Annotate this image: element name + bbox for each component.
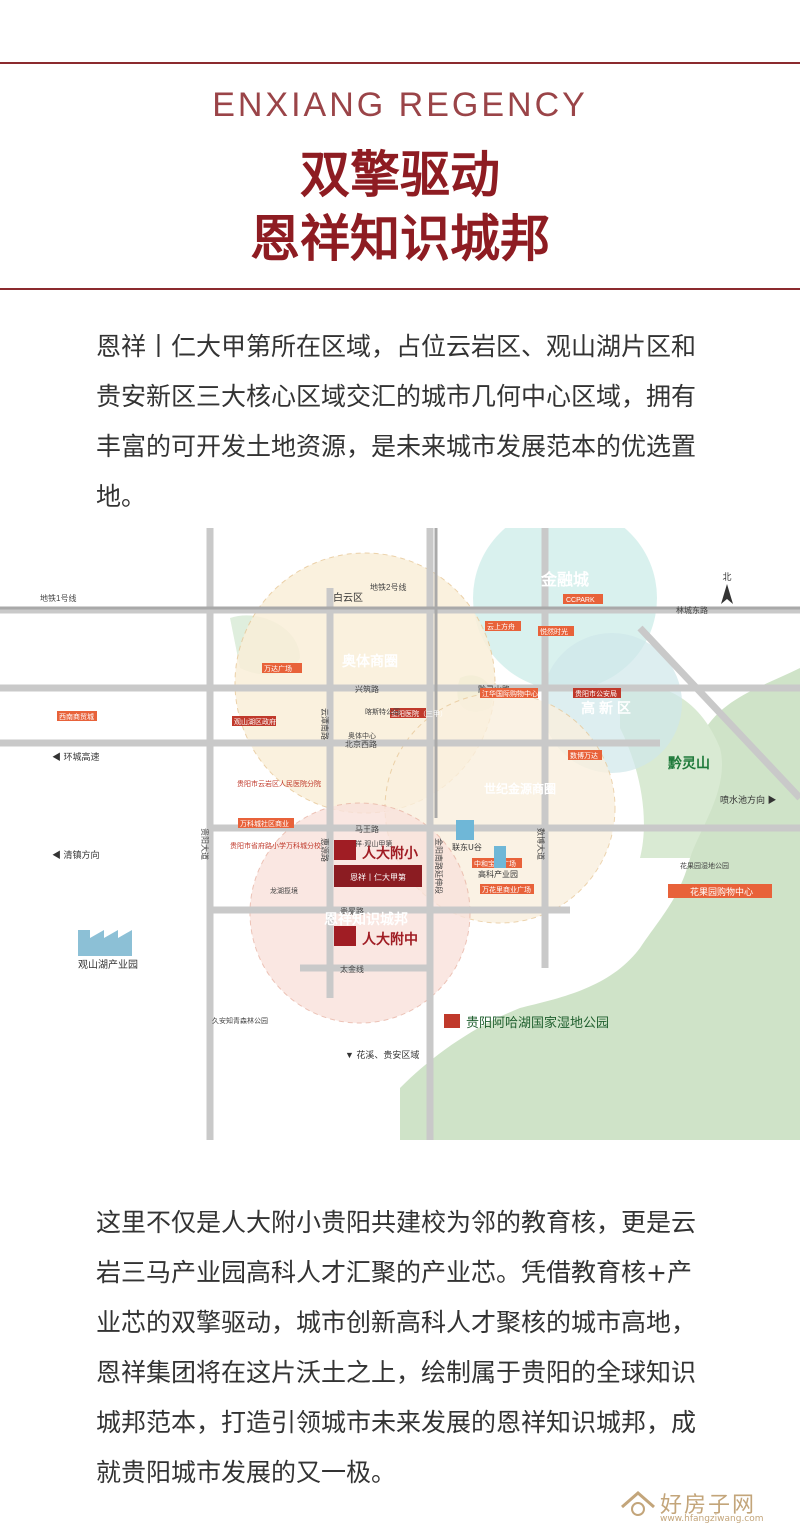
ring-exp-direction: ◀ 环城高速 xyxy=(52,751,100,762)
huaguo-mall-poi: 花果园购物中心 xyxy=(668,884,772,898)
body-line: 城邦范本，打造引领城市未来发展的恩祥知识城邦，成 xyxy=(96,1408,697,1437)
svg-text:恩祥丨仁大甲第: 恩祥丨仁大甲第 xyxy=(350,872,406,882)
svg-text:北: 北 xyxy=(722,572,731,583)
metro1-label: 地铁1号线 xyxy=(40,593,76,603)
house-logo-icon xyxy=(621,1491,655,1516)
jinyang-road-label: 金阳南路延伸段 xyxy=(434,838,444,894)
lianfang-poi: 联东U谷 xyxy=(452,820,482,852)
intro-line: 贵安新区三大核心区域交汇的城市几何中心区域，拥有 xyxy=(96,382,697,411)
school-icon xyxy=(334,926,356,946)
svg-text:贵阳阿哈湖国家湿地公园: 贵阳阿哈湖国家湿地公园 xyxy=(466,1015,609,1031)
intro-line: 恩祥丨仁大甲第所在区域，占位云岩区、观山湖片区和 xyxy=(96,332,697,361)
penshui-direction: 喷水池方向 ▶ xyxy=(720,794,777,805)
hospital-branch-poi: 贵阳市云岩区人民医院分院 xyxy=(237,779,321,788)
page-title-line2: 恩祥知识城邦 xyxy=(250,210,550,268)
olympic-poi: 奥体中心 xyxy=(348,731,376,740)
taijin-road-label: 太金线 xyxy=(340,964,364,974)
location-map: 地铁1号线 地铁2号线 林城东路 兴筑路 黔灵山路 北京西路 马王路 贵冕路 太… xyxy=(0,528,800,1140)
park-icon xyxy=(444,1014,460,1028)
metro2-label: 地铁2号线 xyxy=(370,582,406,592)
ring-road-label: 林城东路 xyxy=(676,605,708,615)
svg-text:人大附中: 人大附中 xyxy=(362,931,418,948)
industry-park-poi: 观山湖产业园 xyxy=(78,930,138,971)
body-line: 这里不仅是人大附小贵阳共建校为邻的教育核，更是云 xyxy=(96,1208,697,1237)
page-title-line1: 双擎驱动 xyxy=(300,146,500,204)
brand-name: ENXIANG REGENCY xyxy=(212,86,588,124)
compass-icon xyxy=(721,584,733,604)
school-branch-poi: 贵阳市省府路小学万科城分校 xyxy=(230,841,321,850)
bottom-rule xyxy=(0,288,800,290)
kasite-poi: 喀斯特公园 xyxy=(365,707,400,716)
hospital-poi: 金阳医院（三甲） xyxy=(391,709,447,718)
knowledge-zone-label: 恩祥知识城邦 xyxy=(324,911,408,927)
svg-text:花果园购物中心: 花果园购物中心 xyxy=(690,886,753,898)
school-rdfz-poi: 人大附中 xyxy=(334,926,418,948)
guiyang-ave-label: 贵阳大道 xyxy=(200,828,210,860)
jianghua-poi: 江华国际购物中心 xyxy=(482,689,538,698)
xingzhu-road-label: 兴筑路 xyxy=(355,684,379,694)
baiyun-district-label: 白云区 xyxy=(333,591,363,604)
top-rule xyxy=(0,62,800,64)
svg-text:观山湖产业园: 观山湖产业园 xyxy=(78,958,138,971)
watermark: 好房子网 www.hfangziwang.com xyxy=(618,1487,798,1527)
huaxi-direction: ▼ 花溪、贵安区域 xyxy=(345,1049,419,1060)
intro-line: 丰富的可开发土地资源，是未来城市发展范本的优选置 xyxy=(96,432,697,461)
yunhuan-road-label: 云潭南路 xyxy=(320,708,330,740)
beijing-road-label: 北京西路 xyxy=(345,739,377,749)
mawang-road-label: 马王路 xyxy=(355,824,379,834)
vanke-poi: 万科城社区商业 xyxy=(240,819,289,828)
svg-text:高科产业园: 高科产业园 xyxy=(478,869,518,879)
shubo-ave-label: 数博大道 xyxy=(536,828,546,860)
body-line: 岩三马产业园高科人才汇聚的产业芯。凭借教育核+产 xyxy=(96,1258,692,1287)
wetland-park-poi: 贵阳阿哈湖国家湿地公园 xyxy=(444,1014,609,1031)
intro-line: 地。 xyxy=(96,482,147,511)
body-line: 业芯的双擎驱动，城市创新高科人才聚核的城市高地， xyxy=(96,1308,697,1337)
watermark-text: 好房子网 xyxy=(660,1493,757,1518)
body-line: 就贵阳城市发展的又一极。 xyxy=(96,1458,397,1487)
guanshan-jiadi-poi: 恩祥·观山甲第 xyxy=(348,839,392,848)
hitech-zone-label: 高 新 区 xyxy=(581,700,631,716)
longhu-poi: 龙湖揽境 xyxy=(270,886,298,895)
wanda-poi: 万达广场 xyxy=(264,664,292,673)
school-rdfx-poi: 人大附小 xyxy=(334,840,418,862)
century-zone-label: 世纪金源商圈 xyxy=(484,781,556,796)
wanhua-poi: 万花里商业广场 xyxy=(482,885,531,894)
guiyu-road-label: 贵冕路 xyxy=(340,906,364,916)
body-line: 恩祥集团将在这片沃土之上，绘制属于贵阳的全球知识 xyxy=(96,1358,697,1387)
school-icon xyxy=(334,840,356,860)
huiyuan-road-label: 惠源路 xyxy=(320,838,330,862)
project-marker: 恩祥丨仁大甲第 xyxy=(334,865,422,887)
factory-icon xyxy=(78,930,132,956)
svg-text:联东U谷: 联东U谷 xyxy=(452,842,482,852)
body-paragraph: 这里不仅是人大附小贵阳共建校为邻的教育核，更是云 岩三马产业园高科人才汇聚的产业… xyxy=(96,1198,716,1498)
finance-zone-label: 金融城 xyxy=(540,570,589,589)
xinan-poi: 西南商贸城 xyxy=(59,712,94,721)
gov-poi: 观山湖区政府 xyxy=(234,717,276,726)
ccpark-poi: CCPARK xyxy=(566,597,595,604)
watermark-url: www.hfangziwang.com xyxy=(660,1514,764,1524)
sports-zone-label: 奥体商圈 xyxy=(342,653,398,669)
qianling-mountain-label: 黔灵山 xyxy=(668,755,710,772)
jiuan-park-poi: 久安知青森林公园 xyxy=(212,1016,268,1025)
police-poi: 贵阳市公安局 xyxy=(575,689,617,698)
huaguo-park-poi: 花果园湿地公园 xyxy=(680,861,729,870)
svg-text:人大附小: 人大附小 xyxy=(362,845,418,862)
north-arrow: 北 xyxy=(721,572,733,604)
intro-paragraph: 恩祥丨仁大甲第所在区域，占位云岩区、观山湖片区和 贵安新区三大核心区域交汇的城市… xyxy=(96,322,716,522)
shubo-wanda-poi: 数博万达 xyxy=(570,751,598,760)
gaoke-poi: 高科产业园 xyxy=(478,846,518,879)
yueran-poi: 悦然时光 xyxy=(540,627,568,636)
yunshang-poi: 云上方舟 xyxy=(487,622,515,631)
qingzhen-direction: ◀ 清镇方向 xyxy=(52,849,100,860)
